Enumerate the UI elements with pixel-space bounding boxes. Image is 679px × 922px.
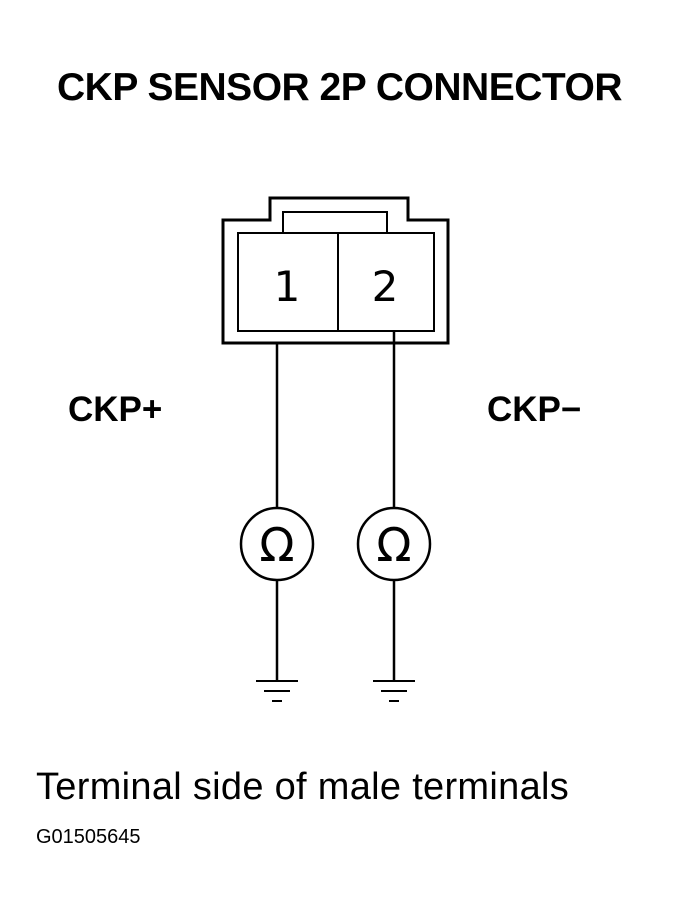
ground-icon xyxy=(256,680,298,702)
signal-label-plus: CKP+ xyxy=(68,390,163,429)
connector-lock-tab xyxy=(282,211,388,233)
ohmmeter-icon: Ω xyxy=(356,506,432,582)
terminal-1-label: 1 xyxy=(274,262,301,311)
ohm-symbol-1: Ω xyxy=(259,518,294,572)
terminal-2-label: 2 xyxy=(372,262,399,311)
signal-label-minus: CKP− xyxy=(487,390,582,429)
ground-icon xyxy=(373,680,415,702)
ohm-symbol-2: Ω xyxy=(376,518,411,572)
connector-housing xyxy=(221,196,450,345)
figure-id: G01505645 xyxy=(36,826,141,848)
diagram-title: CKP SENSOR 2P CONNECTOR xyxy=(57,66,622,109)
ohmmeter-icon: Ω xyxy=(239,506,315,582)
connector-cavity xyxy=(237,232,435,332)
diagram-caption: Terminal side of male terminals xyxy=(36,766,570,808)
